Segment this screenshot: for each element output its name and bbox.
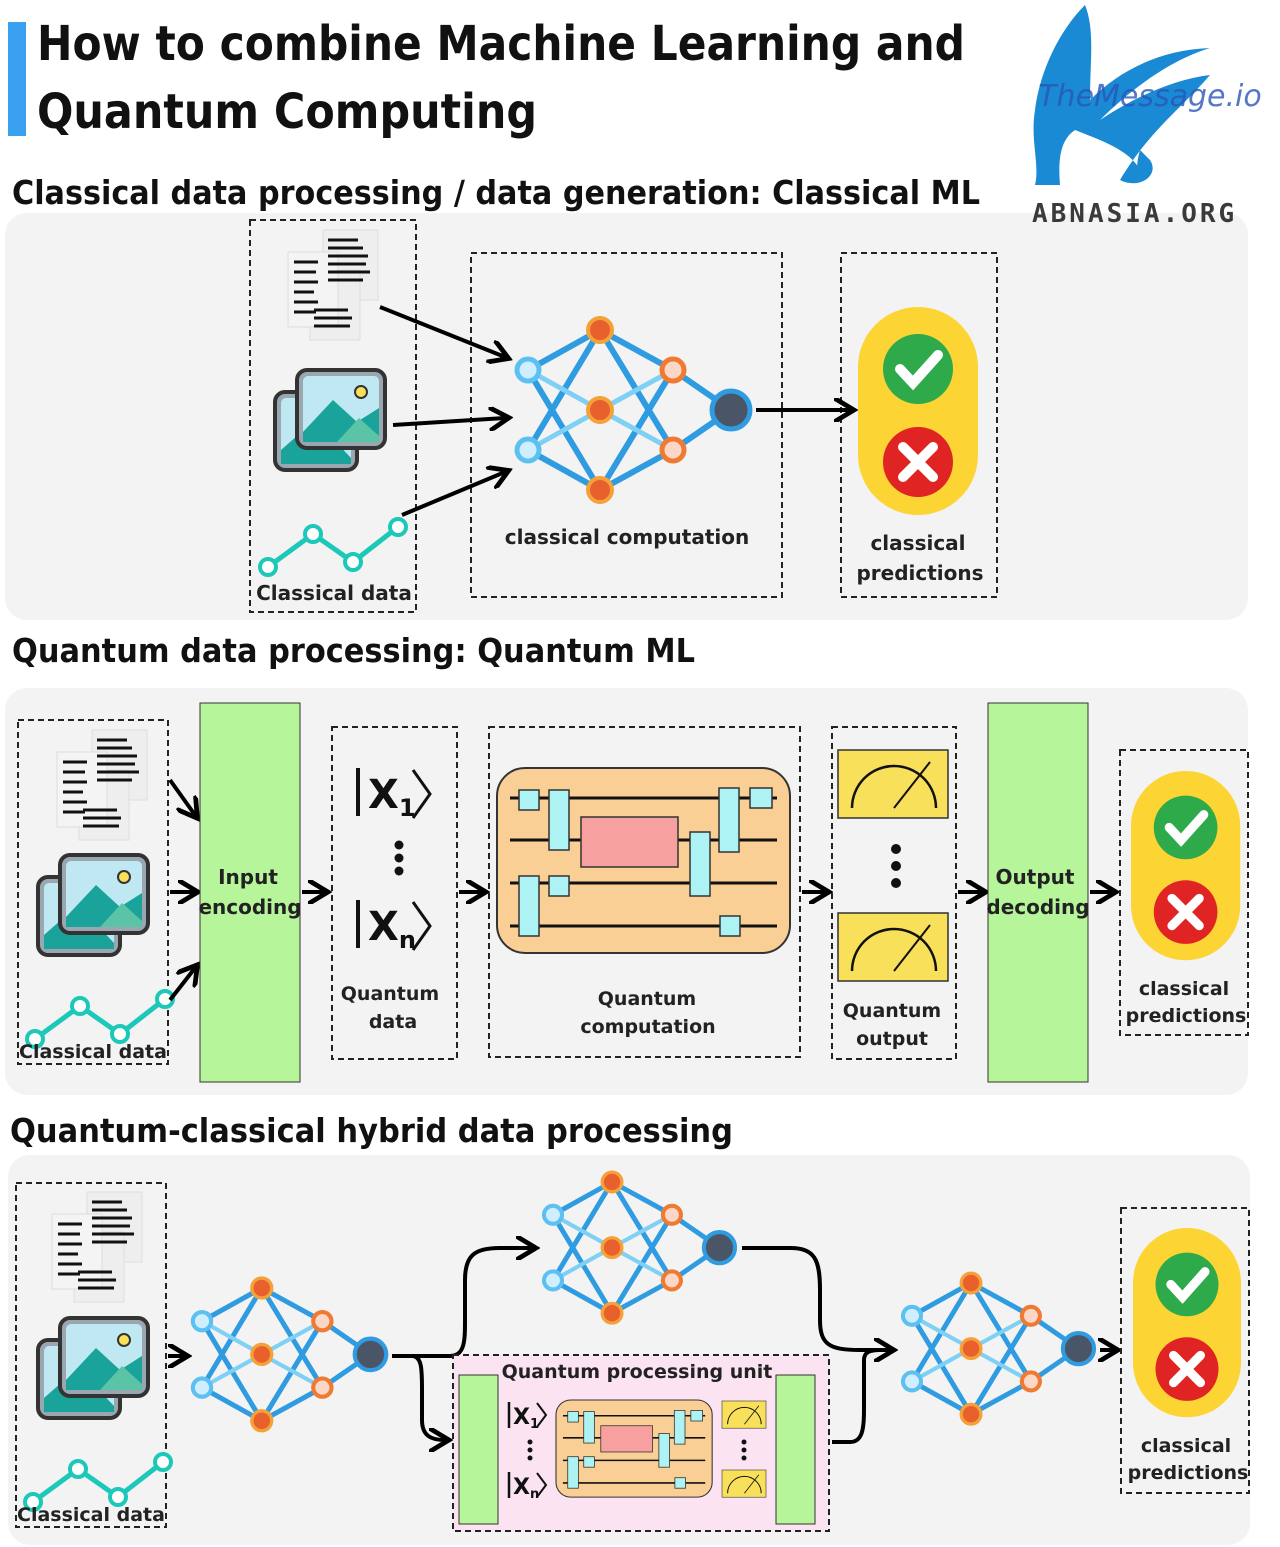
arrow: [392, 418, 505, 425]
qpu-ket-xn: Xn: [513, 1475, 539, 1502]
ket-bracket: [411, 769, 432, 819]
quantum-output-label-2: output: [856, 1028, 928, 1050]
arrow: [168, 968, 195, 1002]
s3-output-box: [1120, 1207, 1250, 1494]
title-accent-bar: [8, 22, 26, 136]
output-decoding-label-2: decoding: [986, 895, 1089, 919]
page-title-line2: Quantum Computing: [37, 84, 537, 140]
qpu-ket-x1: X1: [513, 1405, 539, 1432]
arrow: [401, 472, 505, 517]
section1-heading: Classical data processing / data generat…: [12, 173, 980, 212]
s2-output-label-1: classical: [1139, 978, 1229, 1000]
s3-input-label: Classical data: [17, 1504, 165, 1526]
page-title-line1: How to combine Machine Learning and: [37, 16, 965, 72]
qpu-label: Quantum processing unit: [502, 1361, 773, 1383]
s2-input-label: Classical data: [19, 1041, 167, 1063]
quantum-circuit-icon: [495, 766, 792, 955]
s3-input-box: [15, 1182, 167, 1528]
s1-computation-box: [470, 252, 783, 598]
s1-output-label-1: classical: [870, 531, 965, 555]
input-encoding-block: [199, 702, 301, 1083]
s1-input-box: [249, 219, 417, 613]
s2-output-label-2: predictions: [1126, 1005, 1247, 1027]
ellipsis-dots: [891, 844, 901, 888]
ket-x1: X1: [368, 772, 416, 822]
ellipsis-dots: [527, 1439, 533, 1461]
ket-bracket: [536, 1472, 548, 1498]
output-decoding-block: [987, 702, 1089, 1083]
s1-computation-label: classical computation: [505, 525, 749, 549]
section2-heading: Quantum data processing: Quantum ML: [12, 631, 695, 670]
input-encoding-label-1: Input: [218, 865, 278, 889]
ket-bracket: [536, 1402, 548, 1428]
check-cross-prediction-icon: [1133, 1228, 1241, 1417]
quantum-data-box: [331, 726, 458, 1060]
quantum-output-box: [831, 726, 957, 1060]
arrow: [411, 1354, 445, 1440]
section3-heading: Quantum-classical hybrid data processing: [10, 1111, 733, 1150]
s2-input-box: [17, 719, 169, 1065]
quantum-circuit-icon: [555, 1399, 713, 1498]
s1-input-label: Classical data: [256, 581, 412, 605]
arrow: [742, 1246, 890, 1350]
ket-xn: Xn: [368, 904, 416, 954]
connector-line: [832, 1348, 881, 1444]
section3-panel: [8, 1155, 1250, 1545]
output-decoding-label-1: Output: [996, 865, 1075, 889]
arrow: [392, 1248, 532, 1358]
s1-output-label-2: predictions: [856, 561, 983, 585]
logo-watermark: TheMessage.io: [1038, 79, 1262, 114]
measurement-meter-icon: [836, 748, 950, 820]
ellipsis-dots: [394, 840, 404, 876]
section1-panel: [5, 213, 1248, 620]
quantum-data-label-2: data: [369, 1011, 417, 1033]
measurement-meter-icon: [721, 1400, 767, 1429]
measurement-meter-icon: [721, 1469, 767, 1498]
logo-text: ABNASIA.ORG: [1032, 199, 1237, 229]
quantum-computation-box: [488, 726, 801, 1058]
qpu-output-decoding-block: [775, 1374, 816, 1525]
qpu-input-encoding-block: [458, 1374, 499, 1525]
arrow: [379, 305, 505, 357]
ket-bracket: [411, 901, 432, 951]
s3-output-label-2: predictions: [1128, 1462, 1249, 1484]
ellipsis-dots: [741, 1439, 747, 1461]
input-encoding-label-2: encoding: [198, 895, 301, 919]
griffin-logo-icon: [1033, 5, 1210, 185]
arrow: [168, 778, 195, 815]
measurement-meter-icon: [836, 911, 950, 983]
check-cross-prediction-icon: [1131, 771, 1240, 960]
s3-output-label-1: classical: [1141, 1435, 1231, 1457]
quantum-output-label-1: Quantum: [843, 1000, 941, 1022]
quantum-data-label-1: Quantum: [341, 983, 439, 1005]
s2-output-box: [1119, 749, 1249, 1036]
check-cross-prediction-icon: [858, 307, 978, 515]
quantum-computation-label-2: computation: [580, 1016, 715, 1038]
quantum-computation-label-1: Quantum: [598, 988, 696, 1010]
